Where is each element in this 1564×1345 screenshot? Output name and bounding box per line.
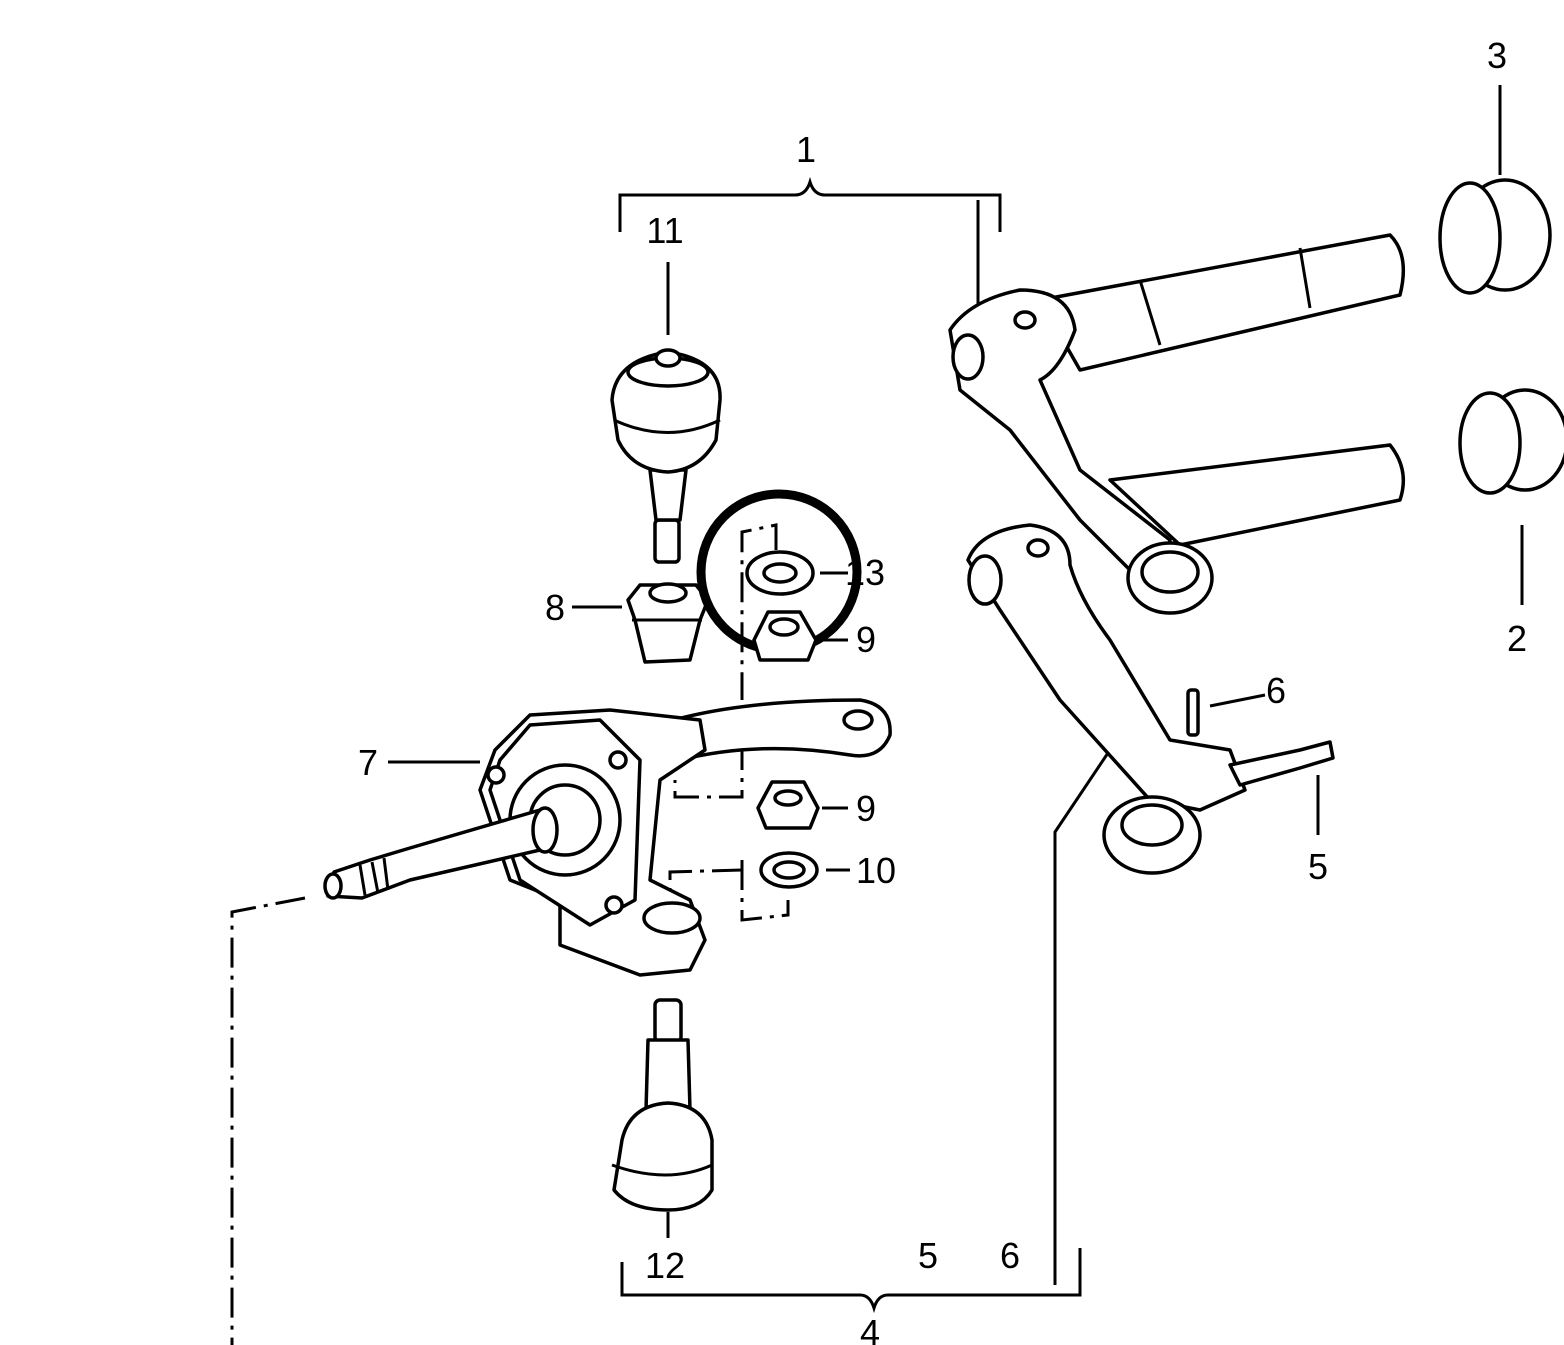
label-11: 11 bbox=[646, 210, 683, 251]
label-10: 10 bbox=[856, 850, 896, 891]
label-12: 12 bbox=[645, 1245, 685, 1286]
label-9b: 9 bbox=[856, 788, 876, 829]
label-3: 3 bbox=[1487, 35, 1507, 76]
upper-ball-joint bbox=[610, 262, 722, 564]
label-5-bracket: 5 bbox=[918, 1235, 938, 1276]
steering-knuckle bbox=[323, 698, 892, 977]
bushing-3 bbox=[1438, 85, 1552, 295]
label-6-bracket: 6 bbox=[1000, 1235, 1020, 1276]
castle-nut bbox=[572, 582, 710, 664]
upper-control-arm bbox=[948, 233, 1406, 615]
label-6: 6 bbox=[1266, 670, 1286, 711]
pin-6 bbox=[1186, 688, 1266, 737]
label-1: 1 bbox=[796, 129, 816, 170]
lower-ball-joint bbox=[611, 998, 714, 1238]
label-7: 7 bbox=[358, 742, 378, 783]
label-13: 13 bbox=[845, 552, 885, 593]
bracket-assembly-4 bbox=[620, 737, 1120, 1314]
bushing-2 bbox=[1458, 388, 1564, 605]
lower-control-arm bbox=[966, 523, 1335, 875]
label-5: 5 bbox=[1308, 846, 1328, 887]
nut-upper bbox=[752, 610, 848, 662]
label-8: 8 bbox=[545, 587, 565, 628]
bracket-assembly-1 bbox=[618, 176, 1002, 305]
label-9a: 9 bbox=[856, 619, 876, 660]
washer-13 bbox=[745, 550, 848, 596]
label-2: 2 bbox=[1507, 618, 1527, 659]
nut-lower bbox=[756, 780, 848, 830]
washer-10 bbox=[759, 851, 850, 889]
label-4: 4 bbox=[860, 1312, 880, 1345]
